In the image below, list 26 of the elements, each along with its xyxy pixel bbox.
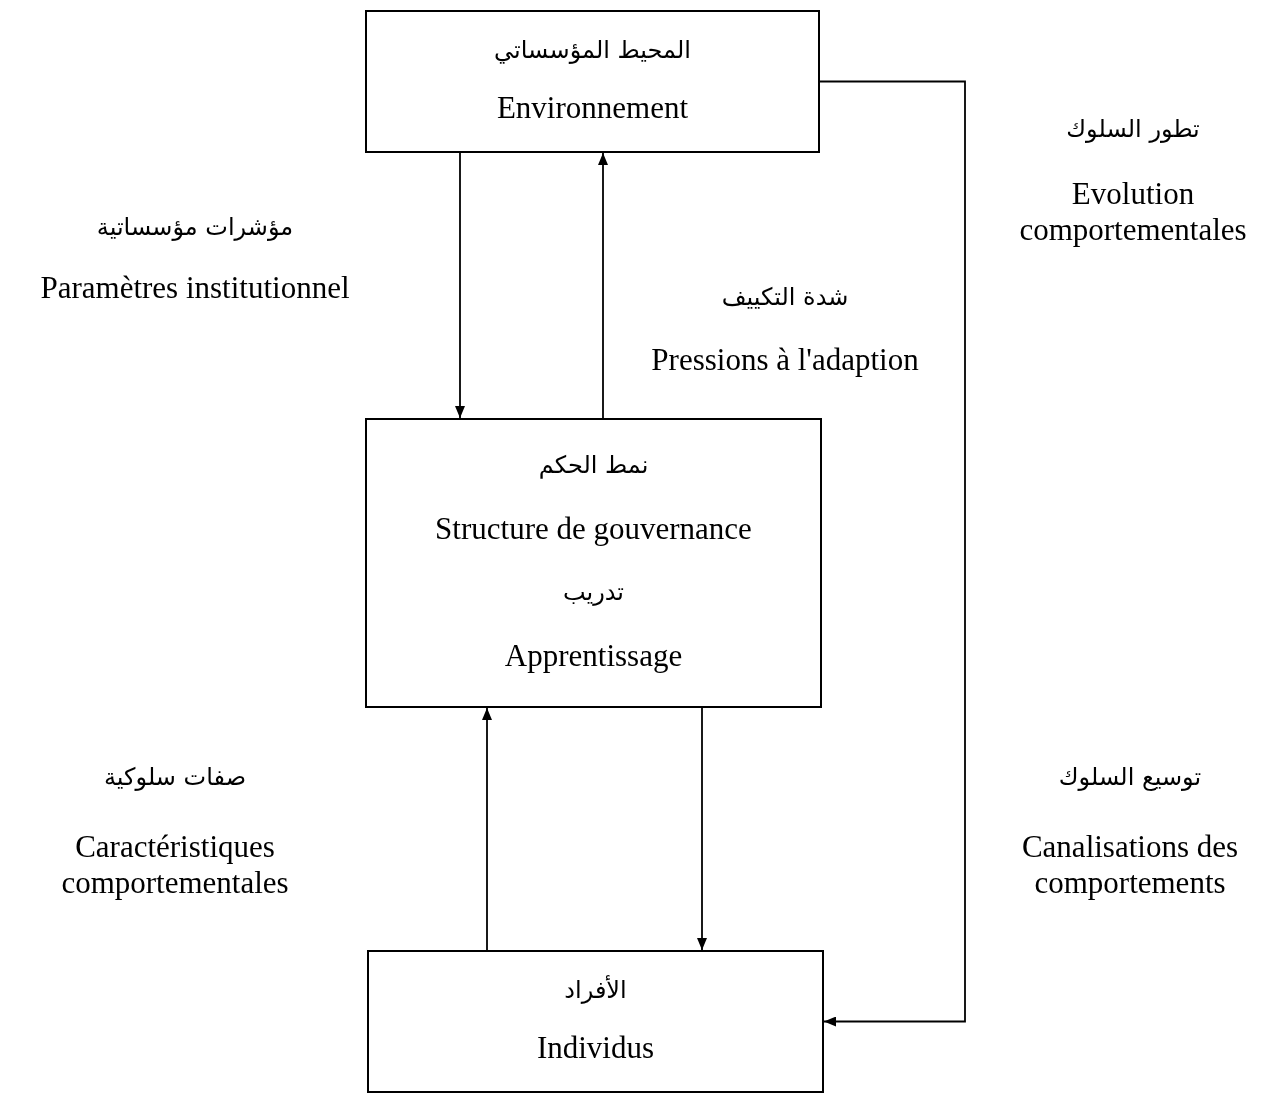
label-text: Pressions à l'adaption <box>651 342 919 378</box>
arrow <box>482 707 492 951</box>
arrow <box>697 707 707 951</box>
arabic-label: توسيع السلوك <box>1058 764 1202 792</box>
arabic-text: الأفراد <box>564 977 627 1005</box>
arabic-label: تطور السلوك <box>1066 116 1200 144</box>
box-text: Environnement <box>496 90 689 126</box>
label-text: Caractéristiques comportementales <box>60 829 290 901</box>
label-text: Canalisations des comportements <box>1020 829 1240 901</box>
process-box <box>367 950 824 1093</box>
arabic-text: تدريب <box>562 578 625 607</box>
box-text: Structure de gouvernance <box>435 511 752 548</box>
box-text: Individus <box>536 1030 655 1066</box>
arrow <box>819 80 966 1027</box>
process-box <box>365 418 822 708</box>
process-box <box>365 10 820 153</box>
arabic-label: شدة التكييف <box>721 284 849 312</box>
label-text: Paramètres institutionnel <box>40 270 350 306</box>
arabic-label: صفات سلوكية <box>104 764 246 792</box>
arabic-text: نمط الحكم <box>538 451 649 480</box>
arabic-text: المحيط المؤسساتي <box>494 37 691 65</box>
arrow <box>598 152 608 419</box>
box-text: Apprentissage <box>504 638 683 675</box>
label-text: Evolution comportementales <box>1018 176 1248 248</box>
arrow <box>455 152 465 419</box>
arabic-label: مؤشرات مؤسساتية <box>96 214 294 242</box>
